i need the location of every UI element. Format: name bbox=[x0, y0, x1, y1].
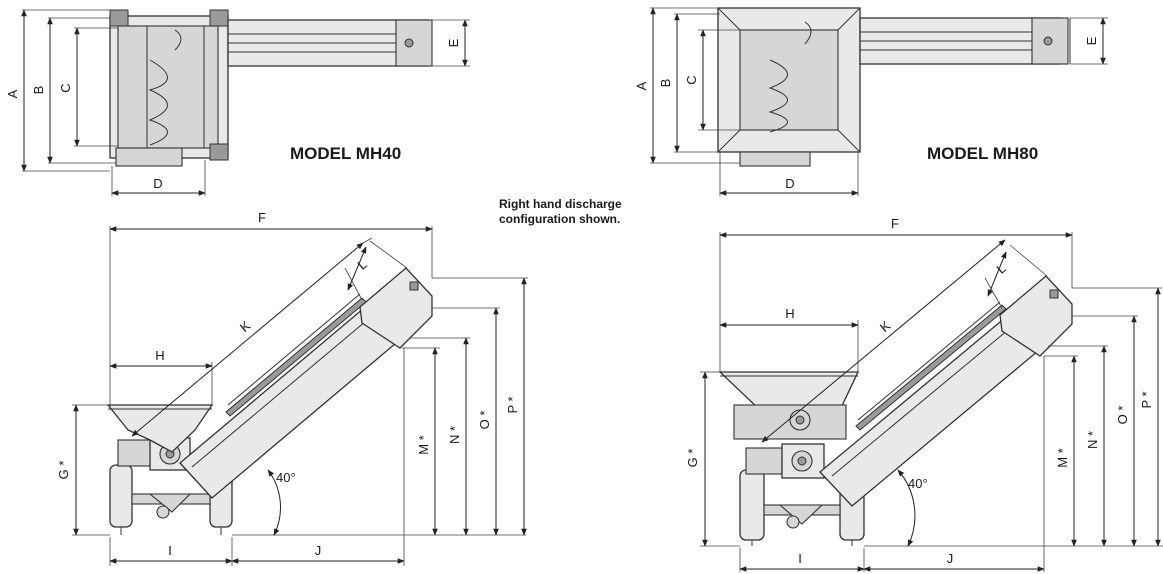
mh40-side-view: F H K L G * M * N * O * bbox=[56, 210, 528, 566]
mh80-label-n: N * bbox=[1085, 431, 1100, 449]
mh80-label-b: B bbox=[658, 79, 673, 88]
mh80-label-m: M * bbox=[1055, 448, 1070, 468]
mh40-label-p: P * bbox=[505, 396, 520, 413]
note-line-1: Right hand discharge bbox=[499, 197, 622, 211]
mh80-label-k: K bbox=[877, 318, 894, 335]
mh80-leg-left bbox=[739, 469, 765, 541]
mh80-label-f: F bbox=[891, 216, 899, 231]
mh40-leg-left bbox=[109, 464, 133, 528]
mh80-label-i: I bbox=[798, 551, 802, 566]
mh40-drive-motor bbox=[115, 147, 183, 167]
mh80-label-p: P * bbox=[1139, 391, 1154, 408]
model-mh80-title: MODEL MH80 bbox=[927, 144, 1039, 163]
note-line-2: configuration shown. bbox=[499, 212, 621, 226]
mh40-label-e: E bbox=[446, 38, 461, 47]
mh40-label-o: O * bbox=[477, 411, 492, 430]
configuration-note: Right hand discharge configuration shown… bbox=[499, 197, 622, 227]
mh40-label-d: D bbox=[153, 176, 162, 191]
mh80-label-o: O * bbox=[1115, 406, 1130, 425]
mh40-incline-tube bbox=[179, 302, 403, 499]
mh40-label-g: G * bbox=[56, 461, 71, 480]
mh80-angle-label: 40° bbox=[908, 476, 928, 491]
mh40-label-k: K bbox=[237, 318, 254, 335]
mh40-label-m: M * bbox=[416, 435, 431, 455]
mh40-top-view: A B C D E bbox=[5, 9, 470, 196]
mh80-label-j: J bbox=[947, 551, 954, 566]
mh40-label-b: B bbox=[31, 86, 46, 95]
mh80-incline-tube bbox=[819, 311, 1045, 507]
mh80-drive-motor bbox=[739, 151, 811, 167]
mh80-label-d: D bbox=[785, 176, 794, 191]
mh40-label-h: H bbox=[155, 348, 164, 363]
mh80-label-c: C bbox=[684, 75, 699, 84]
mh80-label-e: E bbox=[1084, 36, 1099, 45]
mh40-label-j: J bbox=[315, 543, 322, 558]
mh80-label-g: G * bbox=[685, 449, 700, 468]
mh80-side-view: F H K L G * M * N * O * P * bbox=[685, 216, 1163, 572]
model-mh40-title: MODEL MH40 bbox=[290, 144, 402, 163]
mh40-label-a: A bbox=[5, 89, 20, 98]
mh40-angle-label: 40° bbox=[276, 470, 296, 485]
mh80-motor bbox=[745, 447, 783, 475]
mh40-label-f: F bbox=[258, 210, 266, 225]
mh40-label-n: N * bbox=[447, 426, 462, 444]
mh40-motor bbox=[117, 439, 155, 467]
mh40-label-c: C bbox=[58, 83, 73, 92]
mh40-label-i: I bbox=[168, 543, 172, 558]
mh80-label-a: A bbox=[634, 81, 649, 90]
mh80-top-view: A B C D E bbox=[634, 7, 1108, 196]
mh80-label-h: H bbox=[785, 306, 794, 321]
